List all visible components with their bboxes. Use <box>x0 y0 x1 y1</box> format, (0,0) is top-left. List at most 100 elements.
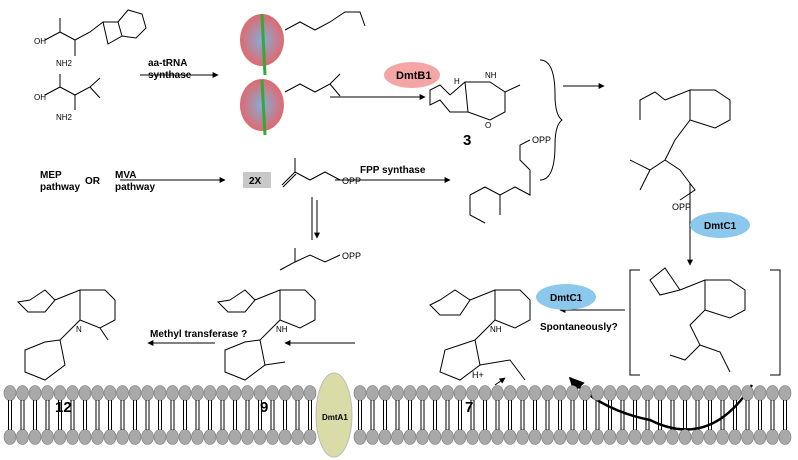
lipid-head <box>478 429 492 445</box>
lipid-head <box>141 385 154 401</box>
lipid-head <box>291 385 304 401</box>
lipid-head <box>766 385 779 401</box>
lipid-head <box>116 385 129 401</box>
dmtb1-label: DmtB1 <box>396 70 431 82</box>
label: OPP <box>672 202 691 212</box>
label: FPP synthase <box>360 165 426 176</box>
lipid-head <box>603 385 617 401</box>
lipid-head <box>253 385 267 401</box>
lipid-head <box>703 385 717 401</box>
lipid-head <box>3 385 17 401</box>
lipid-head <box>641 429 654 445</box>
lipid-head <box>466 429 479 445</box>
lipid-head <box>128 429 142 445</box>
lipid-head <box>153 385 167 401</box>
lipid-head <box>541 429 554 445</box>
lipid-head <box>16 385 29 401</box>
lipid-head <box>166 429 179 445</box>
lipid-head <box>453 429 467 445</box>
compound-number: 12 <box>55 399 72 416</box>
label: OPP <box>532 135 551 145</box>
label: O <box>485 121 491 130</box>
lipid-head <box>516 385 529 401</box>
dmtc1-label: DmtC1 <box>704 221 737 232</box>
dmapp-structure <box>279 248 341 271</box>
dmtc1-enzyme <box>690 212 750 238</box>
lipid-head <box>3 429 17 445</box>
lipid-head <box>228 385 242 401</box>
lipid-head <box>153 429 167 445</box>
lipid-head <box>553 385 567 401</box>
compound-9-structure <box>216 289 316 381</box>
lipid-head <box>603 429 617 445</box>
lipid-head <box>716 385 729 401</box>
lipid-head <box>778 385 792 401</box>
lipid-head <box>191 429 204 445</box>
label: OPP <box>342 251 361 261</box>
lipid-head <box>178 429 192 445</box>
lipid-head <box>453 385 467 401</box>
label: MEP <box>40 170 62 181</box>
lipid-head <box>241 429 254 445</box>
lipid-head <box>278 385 292 401</box>
lipid-head <box>728 429 742 445</box>
lipid-head <box>416 385 429 401</box>
tryptophan-structure <box>44 9 147 56</box>
lipid-head <box>303 429 317 445</box>
lipid-head <box>203 385 217 401</box>
lipid-head <box>291 429 304 445</box>
dmtb1-enzyme <box>384 62 440 88</box>
lipid-head <box>753 385 767 401</box>
lipid-head <box>16 429 29 445</box>
lipid-head <box>178 385 192 401</box>
lipid-head <box>441 429 454 445</box>
trna-icon <box>240 13 284 76</box>
label: NH <box>490 325 502 334</box>
lipid-head <box>103 385 117 401</box>
label: NH2 <box>56 59 73 68</box>
lipid-head <box>541 385 554 401</box>
lipid-head <box>28 429 42 445</box>
lipid-head <box>528 429 542 445</box>
lipid-head <box>666 429 679 445</box>
lipid-head <box>553 429 567 445</box>
lipid-head <box>703 429 717 445</box>
lipid-head <box>428 429 442 445</box>
label: Methyl transferase ? <box>150 329 247 340</box>
lipid-head <box>66 385 79 401</box>
prenylated-intermediate-structure <box>629 89 731 201</box>
lipid-head <box>716 429 729 445</box>
lipid-head <box>366 429 379 445</box>
lipid-head <box>578 429 592 445</box>
twox-box <box>243 172 271 188</box>
lipid-head <box>403 385 417 401</box>
lipid-head <box>616 429 629 445</box>
lipid-head <box>103 429 117 445</box>
lipid-head <box>741 429 754 445</box>
lipid-head <box>691 385 704 401</box>
lipid-head <box>678 385 692 401</box>
lipid-head <box>728 385 742 401</box>
label: 2X <box>249 176 262 187</box>
lipid-head <box>466 385 479 401</box>
lipid-head <box>691 429 704 445</box>
label: pathway <box>115 182 155 193</box>
label: H+ <box>472 370 484 380</box>
lipid-head <box>278 429 292 445</box>
lipid-head <box>253 429 267 445</box>
lipid-head <box>216 429 229 445</box>
dmta1-protein <box>315 372 353 458</box>
lipid-head <box>191 385 204 401</box>
dmtc1-enzyme <box>536 284 596 310</box>
valine-structure <box>44 74 101 110</box>
lipid-head <box>566 429 579 445</box>
lipid-head <box>441 385 454 401</box>
trna-icon <box>240 79 284 136</box>
label: NH <box>485 71 497 80</box>
label: N <box>76 325 82 334</box>
lipid-head <box>591 429 604 445</box>
dmtc1-label: DmtC1 <box>550 293 583 304</box>
lipid-head <box>778 429 792 445</box>
lipid-head <box>41 385 54 401</box>
lipid-head <box>666 385 679 401</box>
